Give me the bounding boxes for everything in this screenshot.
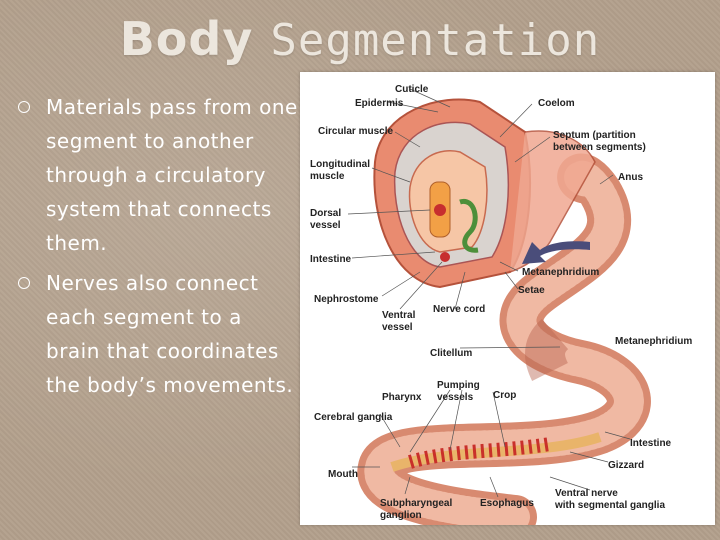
label-pumping-line1: Pumping <box>437 380 480 391</box>
label-dorsal-line2: vessel <box>310 220 341 231</box>
label-dorsal-line1: Dorsal <box>310 208 341 219</box>
label-coelom: Coelom <box>538 98 575 109</box>
label-cerebral-ganglia: Cerebral ganglia <box>314 412 393 423</box>
leader-lines <box>347 88 631 498</box>
label-ventral-line2: vessel <box>382 322 413 333</box>
label-setae: Setae <box>518 285 545 296</box>
label-septum-line1: Septum (partition <box>553 130 636 141</box>
label-septum-line2: between segments) <box>553 142 646 153</box>
cross-section <box>373 98 596 289</box>
label-mouth: Mouth <box>328 469 358 480</box>
bullet-list: Materials pass from one segment to anoth… <box>18 90 300 408</box>
label-nerve-cord: Nerve cord <box>433 304 485 315</box>
label-subpharyngeal-line1: Subpharyngeal <box>380 498 452 509</box>
label-nephrostome: Nephrostome <box>314 294 379 305</box>
label-pharynx: Pharynx <box>382 392 422 403</box>
bullet-text: Materials pass from one segment to anoth… <box>46 95 298 255</box>
label-cuticle: Cuticle <box>395 84 429 95</box>
title-word-segmentation: Segmentation <box>270 15 601 66</box>
label-ventral-line1: Ventral <box>382 310 416 321</box>
title-word-body: Body <box>119 12 254 66</box>
earthworm-anatomy-figure: Cuticle Epidermis Coelom Circular muscle… <box>300 72 715 525</box>
label-intestine-top: Intestine <box>310 254 352 265</box>
label-anus: Anus <box>618 172 643 183</box>
label-epidermis: Epidermis <box>355 98 404 109</box>
label-circular-muscle: Circular muscle <box>318 126 393 137</box>
label-ventral-nerve-line2: with segmental ganglia <box>554 500 665 511</box>
label-clitellum: Clitellum <box>430 348 472 359</box>
bullet-circle-icon <box>18 277 30 289</box>
bullet-item: Nerves also connect each segment to a br… <box>18 266 300 402</box>
label-intestine-bottom: Intestine <box>630 438 672 449</box>
label-pumping-line2: vessels <box>437 392 474 403</box>
bullet-item: Materials pass from one segment to anoth… <box>18 90 300 260</box>
bullet-text: Nerves also connect each segment to a br… <box>46 271 294 397</box>
label-ventral-nerve-line1: Ventral nerve <box>555 488 618 499</box>
label-metanephridium-top: Metanephridium <box>522 267 599 278</box>
bullet-circle-icon <box>18 101 30 113</box>
label-longitudinal-line1: Longitudinal <box>310 159 370 170</box>
label-crop: Crop <box>493 390 516 401</box>
label-gizzard: Gizzard <box>608 460 644 471</box>
label-metanephridium-right: Metanephridium <box>615 336 692 347</box>
slide-title: Body Segmentation <box>0 8 720 72</box>
label-subpharyngeal-line2: ganglion <box>380 510 422 521</box>
worm-body <box>357 153 651 525</box>
label-longitudinal-line2: muscle <box>310 171 345 182</box>
label-esophagus: Esophagus <box>480 498 534 509</box>
earthworm-illustration: Cuticle Epidermis Coelom Circular muscle… <box>310 84 692 525</box>
direction-arrow <box>522 241 590 264</box>
figure-labels: Cuticle Epidermis Coelom Circular muscle… <box>310 84 692 521</box>
